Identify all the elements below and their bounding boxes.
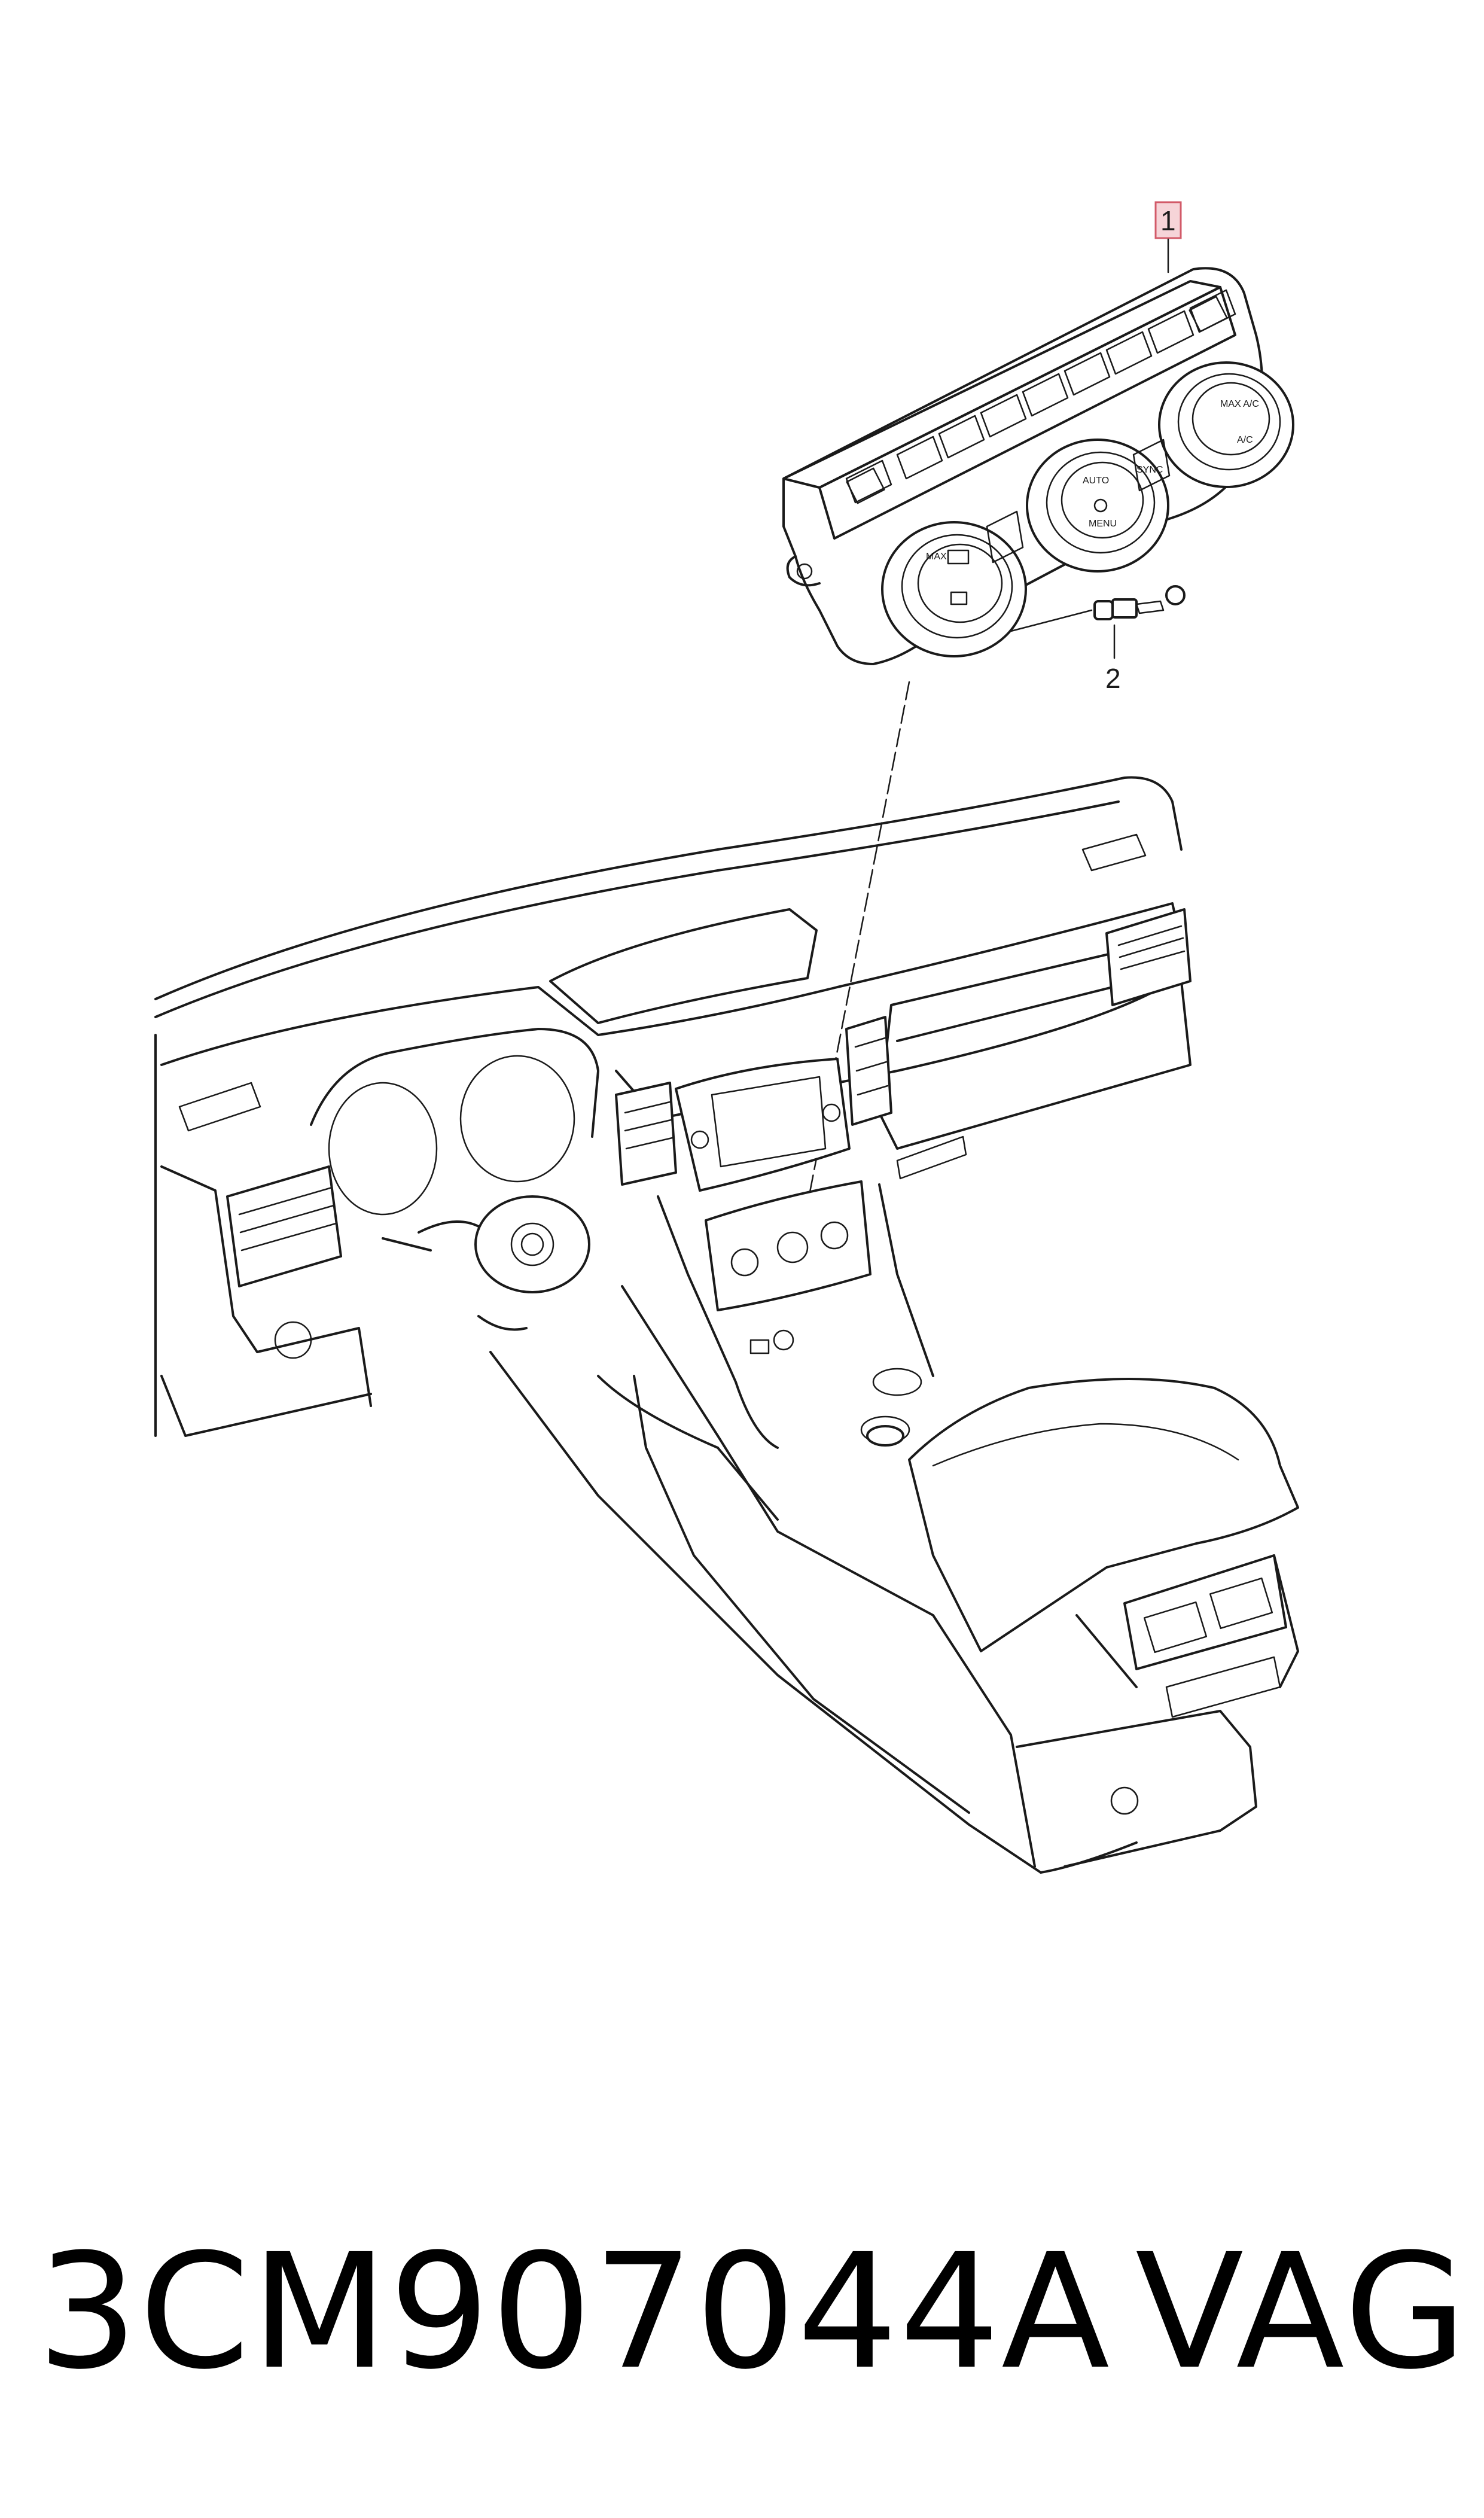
temperature-knob-right: MAX A/C A/C	[1158, 361, 1294, 488]
auto-label: AUTO	[1083, 476, 1109, 486]
bulb-socket	[1010, 585, 1186, 659]
infotainment-screen	[675, 1058, 851, 1192]
part-number: 3CM907044A	[37, 2220, 1111, 2404]
dash-climate-unit	[705, 1180, 871, 1311]
menu-label: MENU	[1089, 519, 1117, 529]
dashboard-illustration	[154, 776, 1299, 1874]
fan-knob-center: AUTO MENU	[1026, 439, 1169, 573]
brand-label: VAG	[1135, 2220, 1470, 2404]
callout-2: 2	[1105, 663, 1121, 694]
footer: 3CM907044A VAG	[0, 2213, 1484, 2411]
callout-2-label: 2	[1105, 663, 1121, 694]
instrument-cluster	[310, 1028, 599, 1216]
seat-heat-buttons	[845, 289, 1236, 504]
climate-control-panel: MAX AUTO MENU MAX A/C A/C SYNC	[782, 267, 1294, 665]
max-ac-label: MAX A/C	[1220, 399, 1259, 409]
leader-line	[797, 681, 910, 1252]
steering-column	[382, 1195, 590, 1331]
sync-label: SYNC	[1136, 465, 1163, 475]
callout-1: 1	[1154, 201, 1182, 273]
temperature-knob-left: MAX	[881, 521, 1027, 657]
center-console	[489, 1183, 1299, 1874]
max-label: MAX	[926, 552, 947, 562]
callout-1-label: 1	[1160, 205, 1176, 236]
ac-label: A/C	[1237, 435, 1253, 445]
